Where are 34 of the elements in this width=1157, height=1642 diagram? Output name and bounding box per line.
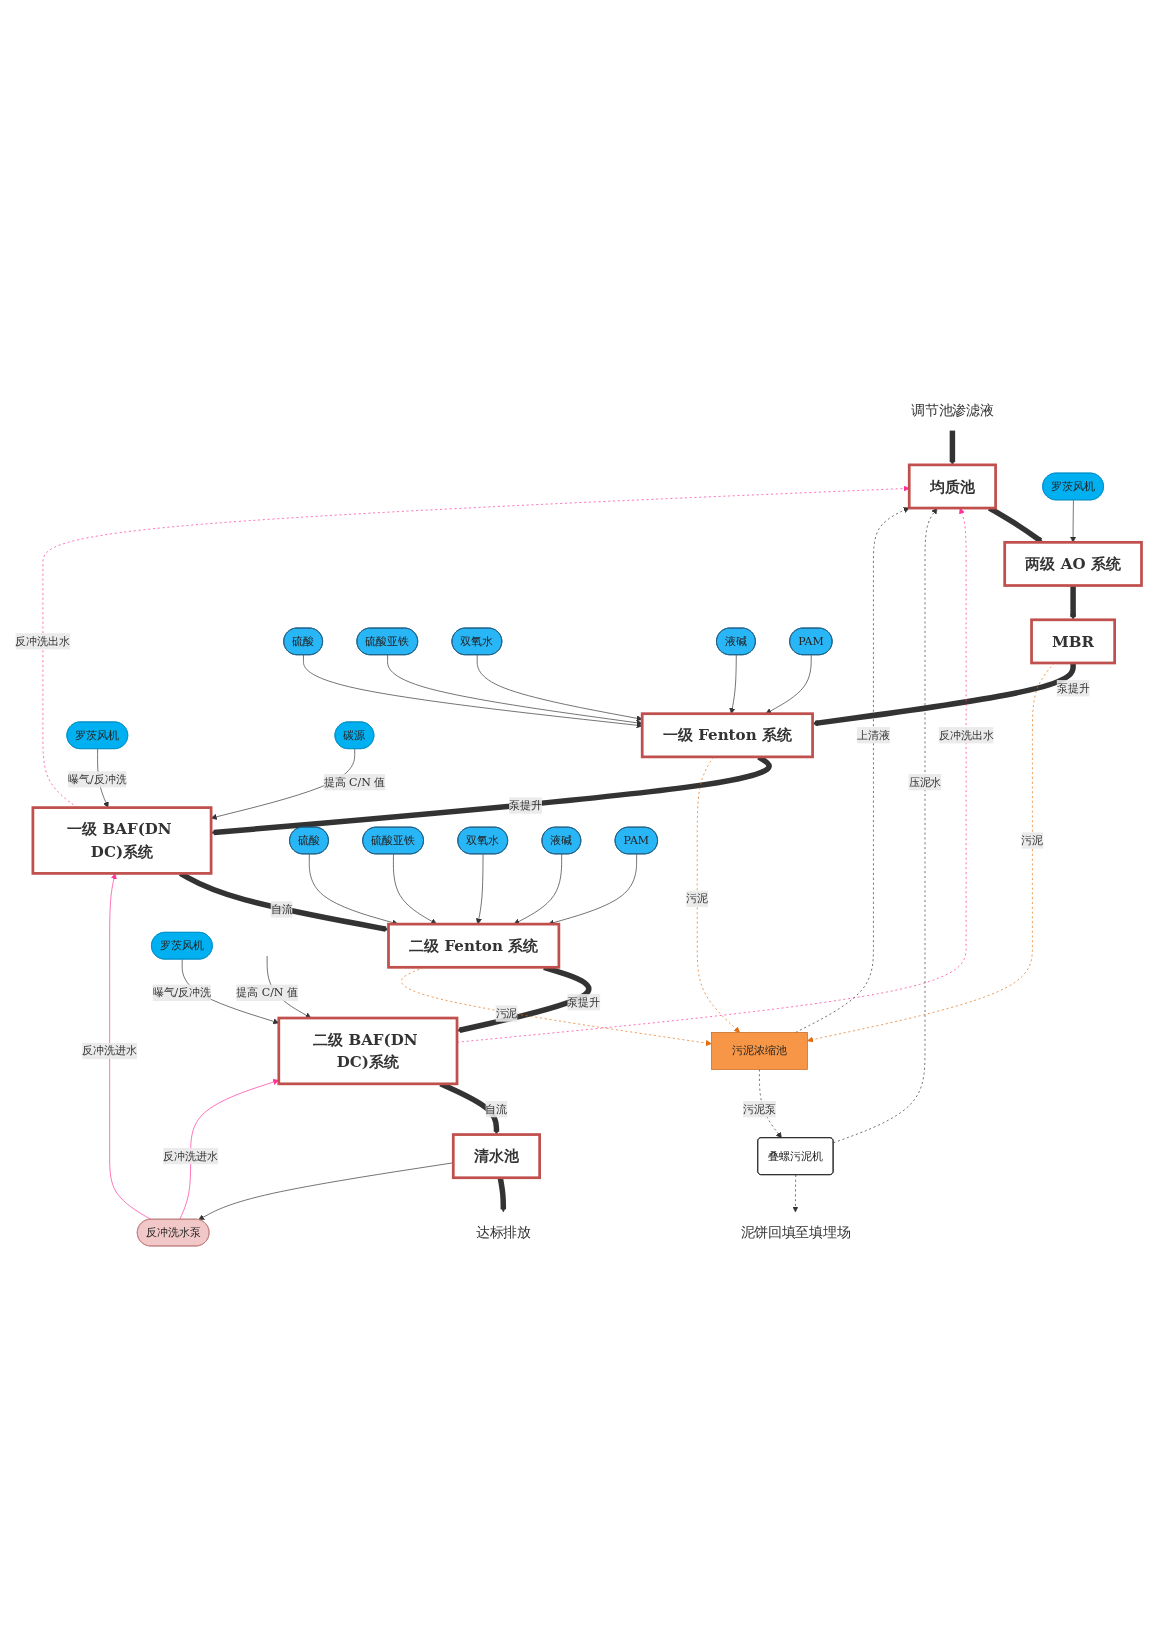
edge-label: 反冲洗出水 <box>938 728 994 742</box>
node-box: 一级 Fenton 系统 <box>640 712 814 758</box>
edge-label: 自流 <box>485 1102 508 1116</box>
node-text: 泥饼回填至填埋场 <box>740 1224 851 1241</box>
edge-label: 污泥 <box>686 891 709 905</box>
edge-label: 污泥泵 <box>742 1102 776 1116</box>
node-text: 调节池渗滤液 <box>911 401 994 418</box>
node-box: 二级 BAF(DN DC)系统 <box>277 1016 459 1085</box>
edge-label: 反冲洗出水 <box>15 634 71 648</box>
edge-label: 泵提升 <box>567 995 601 1009</box>
edge-label: 提高 C/N 值 <box>236 985 298 999</box>
arrow <box>949 430 956 465</box>
edge-label: 反冲洗进水 <box>82 1043 138 1057</box>
arrow <box>1070 585 1077 620</box>
node-box: 二级 Fenton 系统 <box>387 922 561 969</box>
edge-label: 反冲洗进水 <box>163 1148 219 1163</box>
edge-label: 泵提升 <box>1056 681 1090 695</box>
edge-label: 自流 <box>270 902 293 916</box>
node-box: 两级 AO 系统 <box>1003 540 1143 587</box>
node-box: 污泥浓缩池 <box>711 1031 808 1070</box>
node-box: 清水池 <box>451 1132 541 1179</box>
edge-label: 污泥 <box>495 1006 518 1020</box>
edge-label: 压泥水 <box>908 775 942 789</box>
arrow <box>812 662 1076 726</box>
edge-label: 曝气/反冲洗 <box>68 772 127 786</box>
node-box: MBR <box>1030 618 1116 665</box>
edge-label: 上清液 <box>856 728 890 742</box>
node-box: 一级 BAF(DN DC)系统 <box>31 805 213 875</box>
edge-label: 提高 C/N 值 <box>323 775 386 789</box>
node-box: 均质池 <box>907 463 997 510</box>
edge-label: 曝气/反冲洗 <box>152 985 212 999</box>
edge-label: 污泥 <box>1021 833 1044 847</box>
edge-label: 泵提升 <box>509 798 543 812</box>
node-text: 达标排放 <box>475 1224 531 1241</box>
